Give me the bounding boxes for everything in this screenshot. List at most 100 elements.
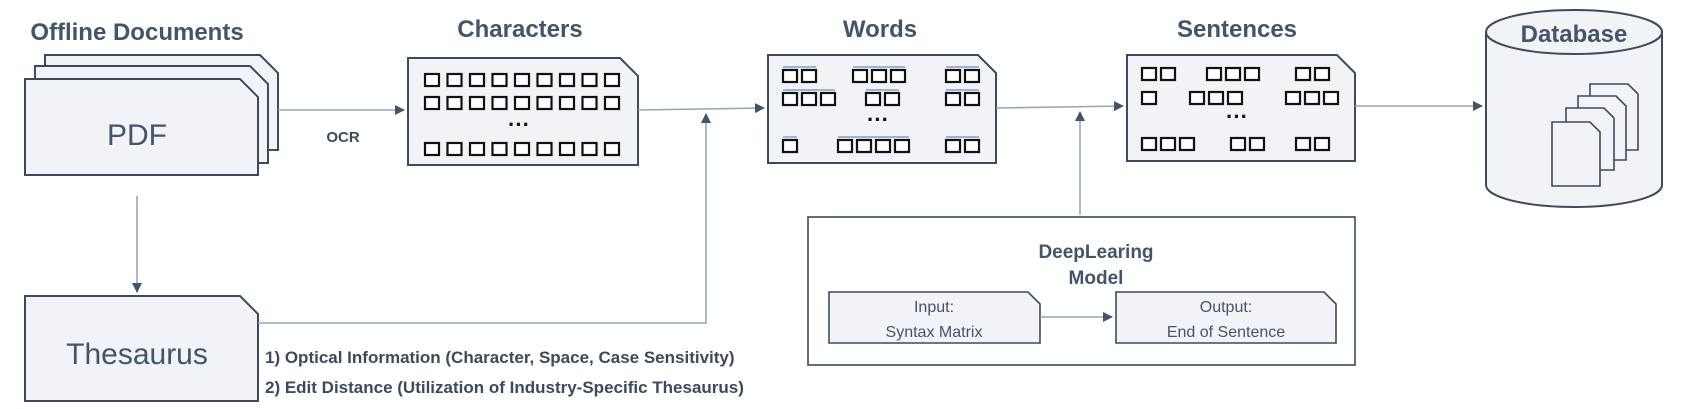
word-glyph [819,91,837,107]
words-card: ··· [767,54,997,164]
arrow-words-to-sentences [995,101,1124,112]
note-edit-distance: 2) Edit Distance (Utilization of Industr… [265,378,744,397]
word-glyph [883,91,901,107]
word-glyph [800,91,818,107]
sentence-glyph [1224,66,1242,82]
character-glyph [491,141,508,157]
character-glyph [536,95,553,111]
note-optical-information: 1) Optical Information (Character, Space… [265,348,735,367]
word-glyph [963,138,981,154]
character-glyph [558,95,576,111]
word-glyph [944,138,962,154]
characters-card-shape [407,57,639,166]
character-glyph [558,141,576,157]
character-glyph [446,141,463,157]
model-output-line1: Output: [1200,299,1252,316]
sentence-glyph [1248,136,1266,152]
database-cylinder: Database [1485,9,1663,208]
word-glyph [963,91,981,107]
characters-card: ··· [407,57,639,166]
word-glyph [944,91,962,107]
character-glyph [581,72,598,88]
word-glyph [893,138,911,154]
title-words: Words [843,16,917,43]
sentence-glyph [1313,136,1331,152]
thesaurus-label: Thesaurus [66,338,208,371]
sentence-glyph [1294,136,1312,152]
model-input-card: Input: Syntax Matrix [828,291,1041,344]
word-glyph [963,68,981,84]
db-doc-1 [1551,121,1601,187]
word-glyph [864,91,882,107]
character-glyph [536,72,553,88]
character-glyph [468,141,486,157]
pdf-page-front [24,78,259,176]
model-output-line2: End of Sentence [1167,324,1285,341]
model-output-shape [1115,291,1337,344]
word-glyph [855,138,873,154]
title-offline-documents: Offline Documents [30,19,243,46]
character-glyph [491,72,508,88]
character-glyph [536,141,553,157]
deep-learning-model-box: DeepLearing Model Input: Syntax Matrix O… [807,216,1356,366]
title-sentences: Sentences [1177,16,1297,43]
character-glyph [558,72,576,88]
characters-ellipsis: ··· [508,112,530,137]
character-glyph [423,141,441,157]
character-glyph [581,95,598,111]
sentence-glyph [1284,90,1302,106]
word-glyph [889,68,907,84]
word-glyph [870,68,888,84]
sentences-ellipsis: ··· [1226,104,1248,129]
model-input-line2: Syntax Matrix [886,324,983,341]
sentence-glyph [1140,66,1158,82]
sentence-glyph [1140,136,1158,152]
character-glyph [513,95,531,111]
characters-grid [423,72,621,157]
character-glyph [468,95,486,111]
word-glyph [781,138,799,154]
sentence-glyph [1159,66,1177,82]
sentence-glyph [1178,136,1196,152]
sentence-glyph [1188,90,1206,106]
model-title-line1: DeepLearing [1038,242,1153,263]
sentence-glyph [1207,90,1225,106]
word-glyph [944,68,962,84]
sentence-glyph [1303,90,1321,106]
sentence-glyph [1313,66,1331,82]
character-glyph [581,141,598,157]
model-output-card: Output: End of Sentence [1115,291,1337,344]
word-glyph [781,91,799,107]
ocr-label: OCR [326,129,360,146]
character-glyph [446,95,463,111]
sentences-card: ··· [1126,54,1356,162]
character-glyph [423,95,441,111]
word-glyph [836,138,854,154]
character-glyph [603,72,621,88]
words-card-shape [767,54,997,164]
sentence-glyph [1226,90,1244,106]
character-glyph [513,72,531,88]
word-glyph [874,138,892,154]
character-glyph [513,141,531,157]
words-ellipsis: ··· [867,107,889,132]
character-glyph [423,72,441,88]
character-glyph [491,95,508,111]
word-glyph [800,68,818,84]
title-database: Database [1521,21,1628,48]
sentence-glyph [1294,66,1312,82]
sentence-glyph [1229,136,1247,152]
model-title-line2: Model [1069,268,1124,289]
character-glyph [603,95,621,111]
arrow-characters-to-words [637,103,765,114]
database-documents [1551,83,1639,187]
sentences-grid [1140,66,1340,152]
pdf-label: PDF [107,119,167,152]
sentence-glyph [1159,136,1177,152]
database-top [1485,9,1663,55]
thesaurus-document: Thesaurus [24,295,259,402]
word-glyph [781,68,799,84]
model-input-line1: Input: [914,299,954,316]
thesaurus-page [24,295,259,402]
